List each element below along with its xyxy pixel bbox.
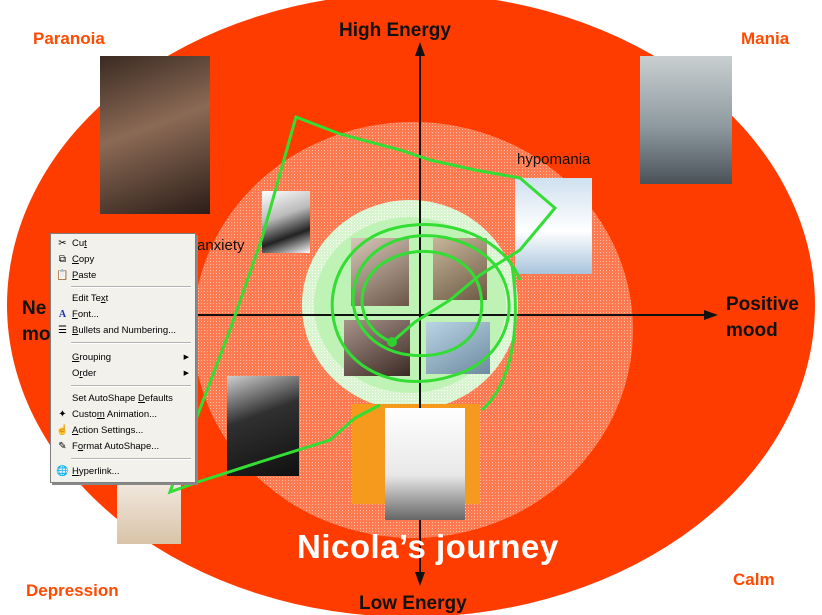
submenu-arrow-icon: ▶ (183, 370, 189, 377)
menu-item-label: Bullets and Numbering... (72, 325, 177, 336)
calm-photo (385, 408, 465, 520)
arrow-right-icon (704, 310, 718, 320)
mania-photo (640, 56, 732, 184)
axis-positive-mood-line1: Positive (726, 294, 799, 315)
menu-item-order[interactable]: Order ▶ (51, 366, 195, 381)
menu-item-label: Paste (72, 270, 97, 281)
paranoia-photo (100, 56, 210, 214)
hypomania-photo (515, 178, 592, 274)
menu-item-label: Font... (72, 309, 99, 320)
label-anxiety: anxiety (197, 237, 245, 254)
menu-item-label: Order (72, 368, 97, 379)
menu-item-label: Set AutoShape Defaults (72, 393, 173, 404)
font-icon: A (58, 309, 67, 320)
anxiety-photo (262, 191, 310, 253)
menu-item-label: Action Settings... (72, 425, 144, 436)
axis-negative-mood-line2: mo (22, 324, 51, 345)
journey-tail (480, 264, 517, 412)
format-autoshape-icon: ✎ (58, 441, 67, 452)
menu-item-action-settings[interactable]: ☝ Action Settings... (51, 423, 195, 438)
menu-item-label: Format AutoShape... (72, 441, 160, 452)
menu-separator (71, 286, 191, 288)
scissors-icon: ✂ (58, 238, 67, 249)
menu-item-label: Cut (72, 238, 87, 249)
core-photo-3 (344, 320, 410, 376)
bullets-icon: ☰ (58, 325, 67, 336)
menu-item-label: Edit Text (72, 293, 109, 304)
axis-low-energy: Low Energy (359, 593, 467, 614)
context-menu: ✂ Cut ⧉ Copy 📋 Paste Edit Text A Font...… (50, 233, 196, 483)
paste-icon: 📋 (56, 270, 69, 281)
menu-separator (71, 385, 191, 387)
submenu-arrow-icon: ▶ (183, 354, 189, 361)
journey-spiral (330, 223, 522, 383)
journey-start-dot (387, 337, 397, 347)
axis-high-energy: High Energy (339, 20, 451, 41)
menu-item-label: Custom Animation... (72, 409, 158, 420)
menu-item-label: Hyperlink... (72, 466, 120, 477)
menu-item-cut[interactable]: ✂ Cut (51, 236, 195, 251)
menu-item-edit-text[interactable]: Edit Text (51, 291, 195, 306)
menu-item-hyperlink[interactable]: 🌐 Hyperlink... (51, 464, 195, 479)
label-mania: Mania (741, 29, 790, 48)
menu-item-label: Grouping (72, 352, 112, 363)
core-photo-2 (433, 238, 487, 300)
label-depression: Depression (26, 581, 119, 600)
menu-item-font[interactable]: A Font... (51, 307, 195, 322)
menu-item-copy[interactable]: ⧉ Copy (51, 252, 195, 267)
axis-negative-mood-line1: Ne (22, 298, 47, 319)
menu-item-paste[interactable]: 📋 Paste (51, 268, 195, 283)
label-hypomania: hypomania (517, 151, 591, 168)
arrow-down-icon (415, 572, 425, 586)
label-paranoia: Paranoia (33, 29, 105, 48)
axis-positive-mood-line2: mood (726, 320, 778, 341)
menu-separator (71, 342, 191, 344)
menu-item-autoshape-defaults[interactable]: Set AutoShape Defaults (51, 391, 195, 406)
copy-icon: ⧉ (58, 254, 67, 265)
menu-item-label: Copy (72, 254, 95, 265)
journey-line (167, 115, 558, 495)
menu-item-grouping[interactable]: Grouping ▶ (51, 350, 195, 365)
menu-item-custom-animation[interactable]: ✦ Custom Animation... (51, 407, 195, 422)
menu-item-format-autoshape[interactable]: ✎ Format AutoShape... (51, 439, 195, 454)
slide-title: Nicola’s journey (297, 528, 559, 565)
depression-dark-photo (227, 376, 299, 476)
custom-animation-icon: ✦ (58, 409, 67, 420)
hyperlink-icon: 🌐 (56, 466, 69, 477)
action-settings-icon: ☝ (56, 425, 69, 436)
label-calm: Calm (733, 570, 775, 589)
menu-item-bullets[interactable]: ☰ Bullets and Numbering... (51, 323, 195, 338)
arrow-up-icon (415, 42, 425, 56)
menu-separator (71, 458, 191, 460)
